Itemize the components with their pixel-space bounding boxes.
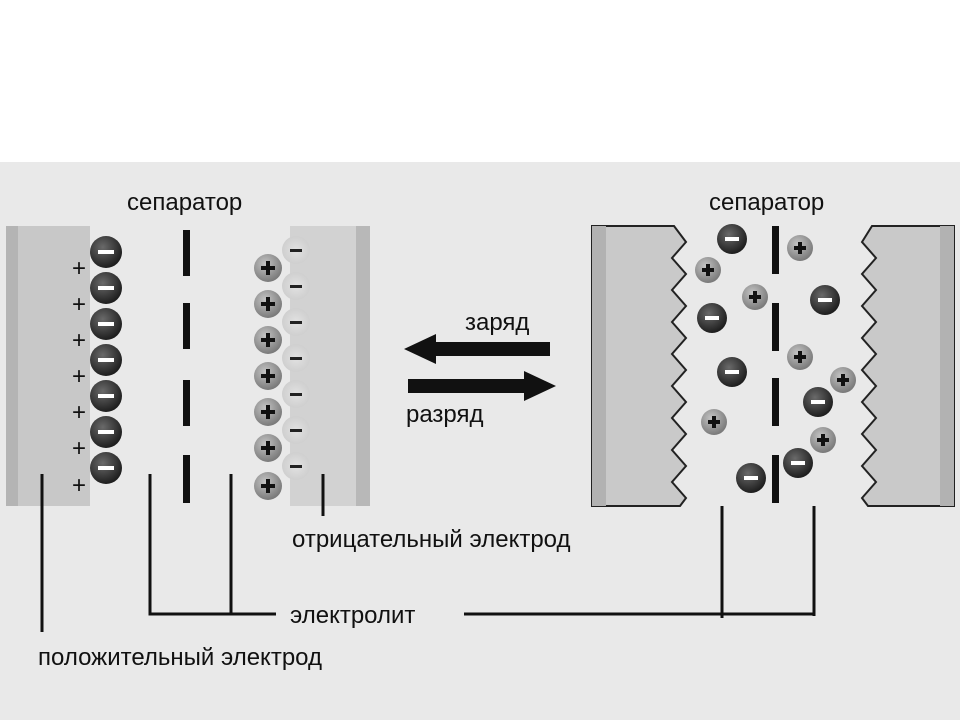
leader-electrolyte-left <box>148 474 233 616</box>
separator-label-right: сепаратор <box>709 189 824 216</box>
cation <box>810 427 836 453</box>
separator-segment <box>183 455 190 503</box>
cation <box>254 254 282 282</box>
cation <box>701 409 727 435</box>
cation <box>254 290 282 318</box>
positive-electrode-left <box>6 226 90 506</box>
halo-charge <box>282 452 310 480</box>
plus-sign: + <box>72 255 86 282</box>
leader-lines <box>40 474 816 632</box>
separator-left <box>183 230 190 503</box>
negative-electrode-right <box>860 225 955 507</box>
anion <box>90 416 122 448</box>
halo-charge <box>282 416 310 444</box>
anion <box>697 303 727 333</box>
cation-layer-left <box>254 254 282 500</box>
separator-segment <box>183 230 190 276</box>
anion <box>90 308 122 340</box>
anion <box>783 448 813 478</box>
electrode-edge <box>940 226 954 506</box>
anion <box>736 463 766 493</box>
anion <box>90 236 122 268</box>
charge-discharge-arrows: заряд разряд <box>404 309 556 428</box>
free-cations <box>695 235 856 453</box>
halo-charge <box>282 380 310 408</box>
anion <box>90 380 122 412</box>
halo-charge <box>282 272 310 300</box>
cation <box>787 235 813 261</box>
cation <box>254 362 282 390</box>
anion <box>90 452 122 484</box>
electrode-charges-right <box>282 236 310 480</box>
plus-sign: + <box>72 363 86 390</box>
separator-label-left: сепаратор <box>127 189 242 216</box>
anion <box>803 387 833 417</box>
negative-electrode-label: отрицательный электрод <box>292 526 571 553</box>
free-anions <box>697 224 840 493</box>
positive-electrode-right <box>591 225 688 507</box>
anion <box>90 272 122 304</box>
anion-layer-left <box>90 236 122 484</box>
cation <box>695 257 721 283</box>
charge-arrow <box>404 334 550 364</box>
separator-right <box>772 226 779 503</box>
cation <box>742 284 768 310</box>
anion <box>717 357 747 387</box>
negative-electrode-edge <box>356 226 370 506</box>
separator-segment <box>772 378 779 426</box>
charge-label: заряд <box>465 309 529 336</box>
anion <box>90 344 122 376</box>
separator-segment <box>772 226 779 274</box>
positive-electrode-edge <box>6 226 18 506</box>
separator-segment <box>183 380 190 426</box>
positive-electrode-label: положительный электрод <box>38 644 322 671</box>
halo-charge <box>282 308 310 336</box>
halo-charge <box>282 236 310 264</box>
cation <box>254 472 282 500</box>
electrode-charges-left: + + + + + + + <box>72 255 86 499</box>
plus-sign: + <box>72 472 86 499</box>
electrolyte-label: электролит <box>290 602 415 629</box>
discharge-label: разряд <box>406 401 484 428</box>
cation <box>254 398 282 426</box>
cation <box>254 434 282 462</box>
discharged-cell: сепаратор <box>591 189 955 507</box>
separator-segment <box>772 303 779 351</box>
anion <box>717 224 747 254</box>
plus-sign: + <box>72 327 86 354</box>
plus-sign: + <box>72 399 86 426</box>
halo-charge <box>282 344 310 372</box>
electrode-edge <box>592 226 606 506</box>
anion <box>810 285 840 315</box>
cation <box>254 326 282 354</box>
separator-segment <box>772 455 779 503</box>
separator-segment <box>183 303 190 349</box>
charged-cell: + + + + + + + <box>6 189 370 506</box>
discharge-arrow <box>408 371 556 401</box>
cation <box>787 344 813 370</box>
plus-sign: + <box>72 291 86 318</box>
plus-sign: + <box>72 435 86 462</box>
cation <box>830 367 856 393</box>
